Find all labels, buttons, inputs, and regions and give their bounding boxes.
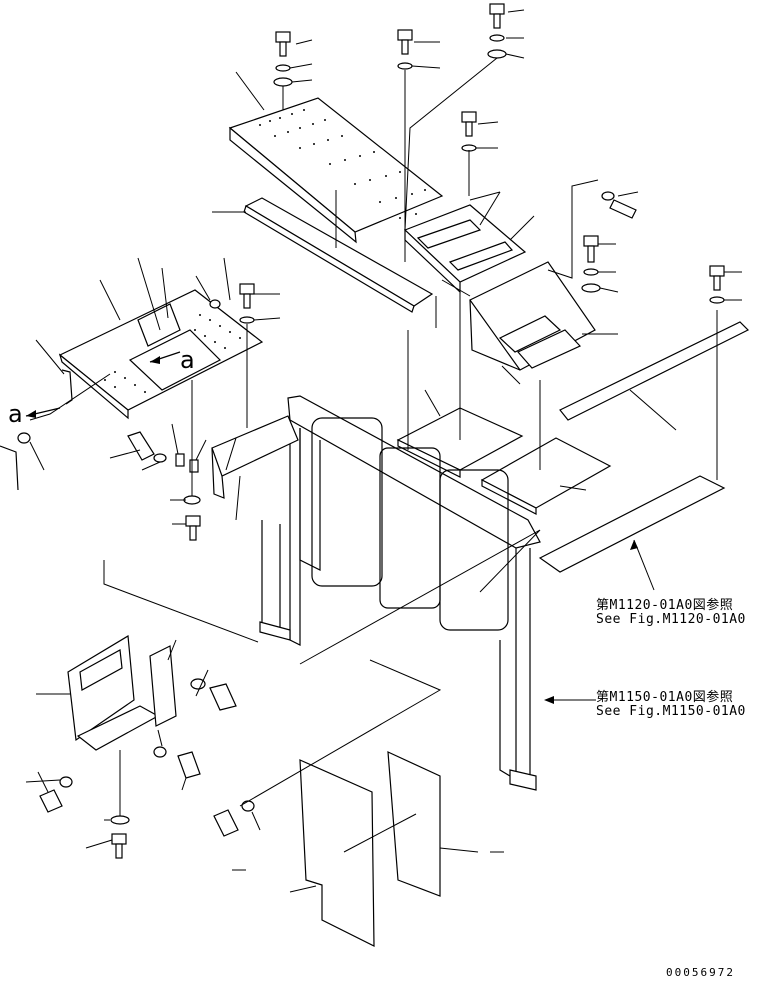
mounting-brackets [67, 634, 177, 751]
fasteners [0, 3, 725, 859]
inspection-cover [58, 289, 264, 420]
main-frame [211, 395, 541, 791]
top-floor-plate [228, 97, 527, 294]
front-rubber-pad [243, 197, 434, 313]
reference-m1150-en: See Fig.M1150-01A0 [596, 704, 746, 719]
lower-panels [299, 751, 441, 947]
view-arrow-icon-cover [149, 351, 181, 364]
view-label-arrow: a [8, 400, 23, 428]
view-arrow-icon [25, 407, 61, 418]
drawing-code: 00056972 [666, 966, 735, 979]
reference-m1150-jp: 第M1150-01A0図参照 [596, 690, 734, 705]
leader-lines [25, 9, 742, 893]
reference-m1120-jp: 第M1120-01A0図参照 [596, 598, 734, 613]
right-side-plate [538, 321, 750, 573]
side-step-bracket [469, 261, 596, 371]
reference-m1120-en: See Fig.M1120-01A0 [596, 612, 746, 627]
view-label-cover: a [180, 346, 195, 374]
